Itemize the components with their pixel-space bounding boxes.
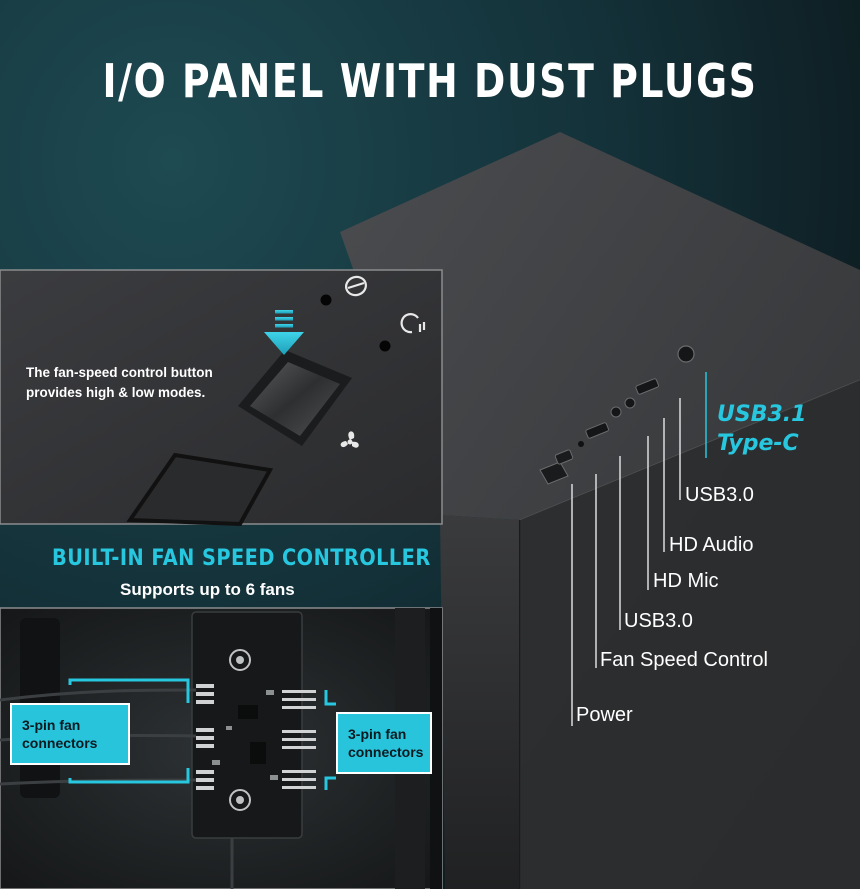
- usb-c-port[interactable]: [677, 345, 695, 363]
- hd-audio-jack[interactable]: [624, 397, 636, 409]
- hd-audio-label: HD Audio: [669, 534, 754, 556]
- power-label: Power: [576, 704, 633, 726]
- callout-left: 3-pin fan connectors: [10, 703, 130, 765]
- io-panel: [539, 345, 695, 485]
- usb-c-label-line2: Type-C: [717, 431, 799, 456]
- hdd-activity-icon: [400, 313, 426, 334]
- leader-lines: [571, 372, 707, 726]
- usb3-port-bottom[interactable]: [585, 422, 609, 439]
- hd-mic-jack[interactable]: [610, 406, 622, 418]
- fan-controller-subheading: Supports up to 6 fans: [120, 580, 295, 599]
- fan-controller-heading: BUILT-IN FAN SPEED CONTROLLER: [52, 546, 431, 571]
- fan-speed-button[interactable]: [554, 449, 574, 465]
- power-button[interactable]: [539, 461, 569, 485]
- callout-right: 3-pin fan connectors: [336, 712, 432, 774]
- usb3-port-top[interactable]: [635, 378, 659, 395]
- inset-caption: The fan-speed control button provides hi…: [26, 365, 213, 400]
- inset-button-closeup: [0, 269, 443, 527]
- controller-board: [191, 611, 303, 839]
- case-front-edge: [440, 515, 520, 889]
- fan-speed-control-label: Fan Speed Control: [600, 649, 768, 671]
- usb-c-label: USB3.1 Type-C: [717, 400, 806, 458]
- press-arrow-icon: [264, 310, 304, 355]
- usb3-bottom-label: USB3.0: [624, 610, 693, 632]
- usb3-top-label: USB3.0: [685, 484, 754, 506]
- fan-icon: [340, 431, 359, 448]
- hd-mic-label: HD Mic: [653, 570, 719, 592]
- usb-c-label-line1: USB3.1: [717, 402, 807, 427]
- headline: I/O PANEL WITH DUST PLUGS: [102, 54, 758, 108]
- led-ring-icon: [345, 275, 367, 297]
